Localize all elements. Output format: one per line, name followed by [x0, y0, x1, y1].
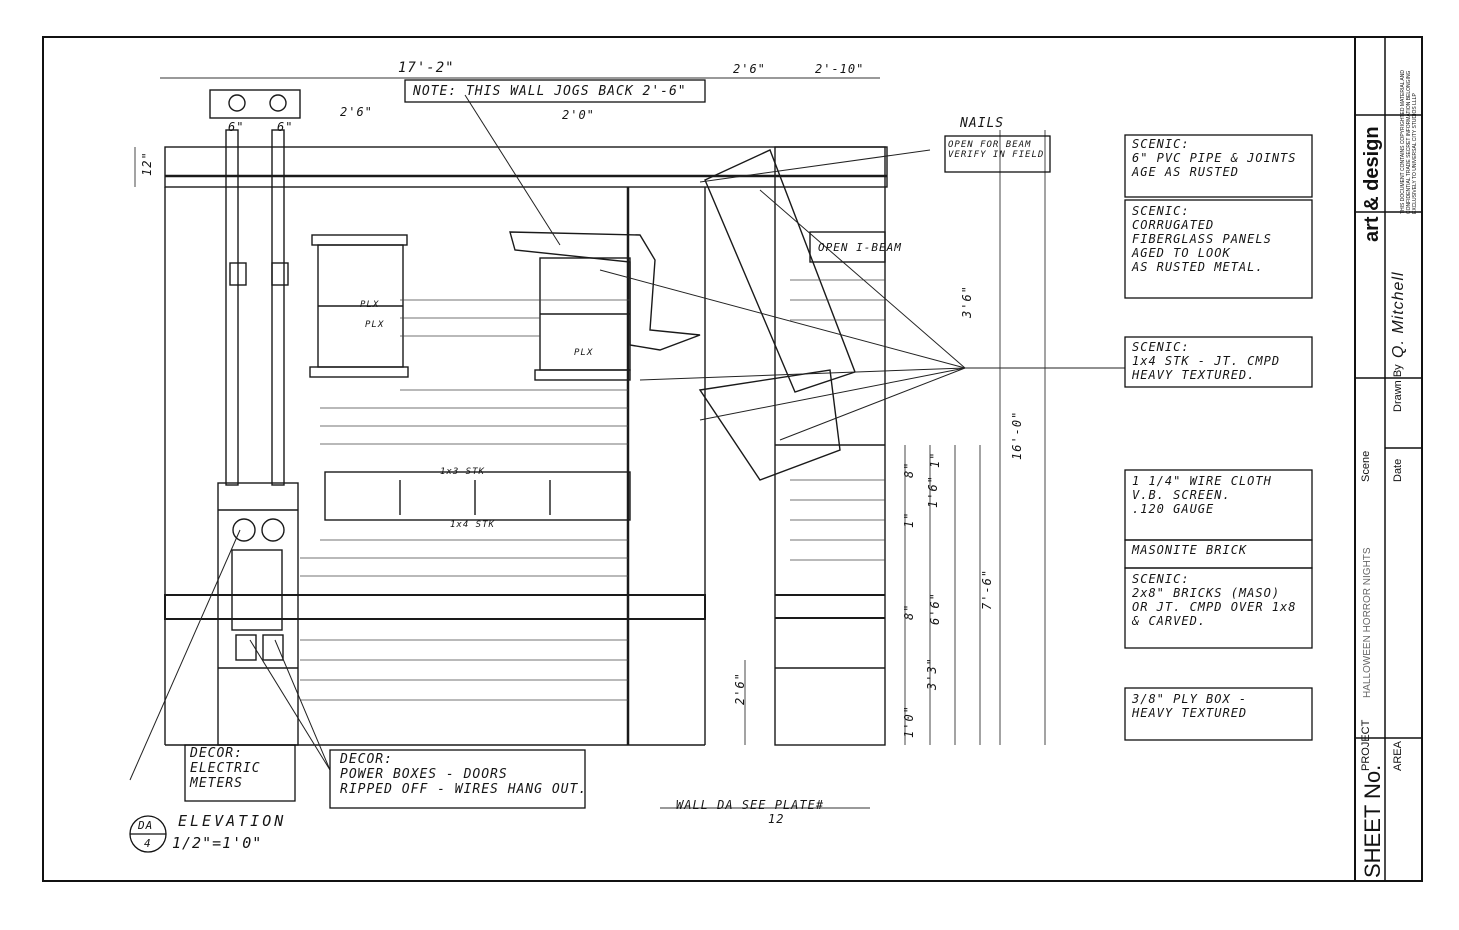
wall-reference-number: 12	[768, 812, 785, 826]
dim-1b: 1"	[902, 511, 916, 528]
right-column	[774, 146, 886, 746]
callout-line: 6" PVC PIPE & JOINTS	[1132, 151, 1297, 165]
dim-pipe-6a: 6"	[228, 120, 245, 134]
callout-line: V.B. SCREEN.	[1132, 488, 1231, 502]
callout-box: 3/8" PLY BOX -HEAVY TEXTURED	[1132, 692, 1247, 720]
drawn-by-signature: Q. Mitchell	[1390, 271, 1407, 358]
dim-1a: 1"	[928, 451, 942, 468]
callout-line: HEAVY TEXTURED.	[1132, 368, 1256, 382]
callout-box: SCENIC:2x8" BRICKS (MASO)OR JT. CMPD OVE…	[1132, 572, 1297, 628]
transom-window	[324, 471, 631, 521]
open-beam-notch	[809, 231, 886, 263]
callout-line: AGED TO LOOK	[1132, 246, 1231, 260]
callout-line: AS RUSTED METAL.	[1132, 260, 1264, 274]
callout-line: FIBERGLASS PANELS	[1132, 232, 1272, 246]
dim-3-6: 3'6"	[960, 285, 974, 318]
open-for-beam-note: OPEN FOR BEAM VERIFY IN FIELD	[948, 140, 1045, 160]
nails-label: NAILS	[960, 116, 1005, 131]
elevation-marker-bottom: 4	[144, 837, 152, 850]
sheet-no-label: SHEET No.	[1360, 764, 1385, 878]
jog-note: NOTE: THIS WALL JOGS BACK 2'-6"	[413, 84, 687, 99]
plx-label-2: PLX	[365, 320, 385, 330]
decor-meters-line: METERS	[190, 776, 243, 791]
dim-7-6: 7'-6"	[980, 568, 994, 610]
callout-line: 1 1/4" WIRE CLOTH	[1132, 474, 1272, 488]
scene-label: Scene	[1360, 450, 1372, 482]
dim-6-6: 6'6"	[928, 592, 942, 625]
dim-8b: 8"	[902, 603, 916, 620]
dim-16-0: 16'-0"	[1010, 410, 1024, 460]
dim-12: 12"	[140, 151, 154, 176]
brick-band	[164, 594, 706, 620]
callout-line: 3/8" PLY BOX -	[1132, 692, 1248, 706]
decor-power-line: DECOR:	[340, 752, 393, 767]
dim-top-3: 2'-10"	[815, 62, 865, 76]
dim-top-1: 17'-2"	[398, 60, 455, 76]
open-i-beam-label: OPEN I-BEAM	[818, 241, 902, 254]
confidential-notice: THIS DOCUMENT CONTAINS COPYRIGHTED MATER…	[1400, 70, 1418, 214]
callout-line: SCENIC:	[1132, 137, 1190, 151]
project-value: HALLOWEEN HORROR NIGHTS	[1362, 547, 1373, 698]
callout-line: SCENIC:	[1132, 572, 1190, 586]
jog-wall-hatch	[509, 231, 701, 351]
callout-line: CORRUGATED	[1132, 218, 1215, 232]
elevation-title: ELEVATION	[178, 812, 287, 830]
decor-power-line: RIPPED OFF - WIRES HANG OUT.	[340, 782, 588, 797]
top-beam	[164, 146, 888, 188]
dim-3-3: 3'3"	[925, 657, 939, 690]
corrugated-panel-2	[698, 369, 841, 481]
trim-label-1x4: 1x4 STK	[450, 520, 495, 530]
pipe-cap-box	[209, 89, 301, 119]
callout-line: 1x4 STK - JT. CMPD	[1132, 354, 1281, 368]
callout-line: SCENIC:	[1132, 204, 1190, 218]
dim-2-6: 2'6"	[340, 105, 373, 119]
area-label: AREA	[1392, 741, 1404, 771]
dim-2-6-low: 2'6"	[733, 672, 747, 705]
callout-line: AGE AS RUSTED	[1132, 165, 1239, 179]
dim-8a: 8"	[902, 461, 916, 478]
callout-line: .120 GAUGE	[1132, 502, 1215, 516]
decor-meters-line: DECOR:	[190, 746, 243, 761]
callout-line: OR JT. CMPD OVER 1x8	[1132, 600, 1297, 614]
plx-label-3: PLX	[574, 348, 594, 358]
callout-line: HEAVY TEXTURED	[1132, 706, 1248, 720]
elevation-scale: 1/2"=1'0"	[172, 834, 263, 852]
dim-top-2: 2'6"	[733, 62, 766, 76]
wall-reference-note: WALL DA SEE PLATE#	[676, 798, 825, 812]
window-1-header	[311, 234, 408, 246]
pvc-pipe-right	[271, 129, 285, 486]
pvc-pipe-left	[225, 129, 239, 486]
callout-line: MASONITE BRICK	[1132, 543, 1248, 557]
dim-2-0: 2'0"	[562, 108, 595, 122]
art-design-logo: art & design	[1361, 126, 1383, 242]
dim-1-6: 1'6"	[926, 475, 940, 508]
callout-line: SCENIC:	[1132, 340, 1190, 354]
dim-1-0: 1'0"	[902, 705, 916, 738]
elevation-marker-top: DA	[138, 819, 154, 832]
title-block: SHEET No. PROJECT HALLOWEEN HORROR NIGHT…	[1354, 36, 1423, 882]
project-label: PROJECT	[1360, 719, 1372, 771]
drawn-by-label: Drawn By	[1392, 364, 1404, 412]
decor-power-note: DECOR: POWER BOXES - DOORS RIPPED OFF - …	[340, 752, 587, 797]
dim-pipe-6b: 6"	[277, 120, 294, 134]
plx-label-1: PLX	[360, 300, 380, 310]
decor-power-line: POWER BOXES - DOORS	[340, 767, 508, 782]
decor-meters-note: DECOR: ELECTRIC METERS	[190, 746, 295, 791]
trim-label-1x3: 1x3 STK	[440, 467, 485, 477]
callout-box: MASONITE BRICK	[1132, 543, 1247, 557]
date-label: Date	[1392, 458, 1404, 482]
callout-line: & CARVED.	[1132, 614, 1207, 628]
electric-meter-box	[217, 482, 299, 746]
decor-meters-line: ELECTRIC	[190, 761, 261, 776]
callout-line: 2x8" BRICKS (MASO)	[1132, 586, 1281, 600]
